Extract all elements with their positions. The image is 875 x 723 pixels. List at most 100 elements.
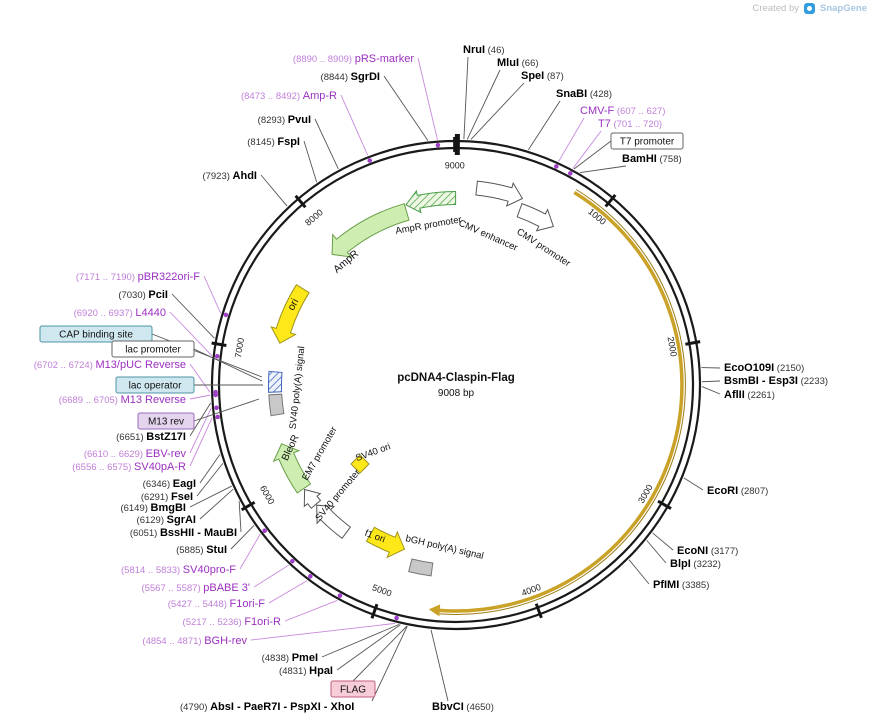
feature-ampr[interactable] [331,203,410,258]
callout-line-fspi [303,140,318,183]
feature-label-bgh-poly-a-signal[interactable]: bGH poly(A) signal [404,533,484,562]
callout-line-mlui [466,69,501,140]
enzyme-label-blpi[interactable]: BlpI (3232) [670,558,721,570]
enzyme-label-sgrai[interactable]: (6129) SgrAI [137,514,196,526]
enzyme-label-ecoo109i[interactable]: EcoO109I (2150) [724,362,804,374]
feature-sv40-ori[interactable] [350,454,370,474]
callout-line-sgrai [199,488,234,520]
primer-label-t7[interactable]: T7 (701 .. 720) [598,118,662,130]
callout-line-m13-reverse [189,394,211,400]
feature-sv40-promoter[interactable] [316,504,352,539]
primer-label-cmv-f[interactable]: CMV-F (607 .. 627) [580,105,665,117]
enzyme-label-bstz17i[interactable]: (6651) BstZ17I [116,431,186,443]
enzyme-label-sgrdi[interactable]: (8844) SgrDI [321,71,380,83]
enzyme-label-nrui[interactable]: NruI (46) [463,44,505,56]
enzyme-label-mlui[interactable]: MluI (66) [497,57,539,69]
primer-label-sv40pro-f[interactable]: (5814 .. 5833) SV40pro-F [121,564,236,576]
cds-arc-edge [438,189,686,615]
primer-label-l4440[interactable]: (6920 .. 6937) L4440 [74,307,166,319]
callout-line-bstz17i [189,402,212,437]
callout-line-aflii [701,386,721,395]
feature-box-m13-rev[interactable] [137,412,195,430]
tick-mark [685,340,701,346]
feature-em7-promoter[interactable] [303,488,322,509]
primer-label-pbr322ori-f[interactable]: (7171 .. 7190) pBR322ori-F [76,271,200,283]
callout-line-t7 [572,130,602,169]
primer-label-sv40pa-r[interactable]: (6556 .. 6575) SV40pA-R [72,461,186,473]
feature-label-sv40-promoter[interactable]: SV40 promoter [313,467,363,523]
enzyme-label-aflii[interactable]: AflII (2261) [724,389,775,401]
feature-label-cmv-promoter[interactable]: CMV promoter [514,226,572,269]
primer-label-ebv-rev[interactable]: (6610 .. 6629) EBV-rev [84,448,187,460]
feature-box-lac-promoter[interactable] [111,340,195,358]
primer-label-f1ori-f[interactable]: (5427 .. 5448) F1ori-F [168,598,266,610]
feature-cmv-enhancer[interactable] [475,180,524,207]
feature-box-flag[interactable] [330,680,376,698]
enzyme-label-bsshii-maubi[interactable]: (6051) BssHII - MauBI [130,527,237,539]
primer-label-amp-r[interactable]: (8473 .. 8492) Amp-R [241,90,337,102]
watermark-text: Created by [752,3,799,14]
primer-label-prs-marker[interactable]: (8890 .. 8909) pRS-marker [293,53,414,65]
callout-line-bbvci [430,629,449,702]
primer-label-f1ori-r[interactable]: (5217 .. 5236) F1ori-R [183,616,282,628]
enzyme-label-bmgbi[interactable]: (6149) BmgBI [120,502,186,514]
enzyme-label-pvui[interactable]: (8293) PvuI [258,114,311,126]
tick-mark [534,603,543,619]
primer-mark [308,574,313,579]
enzyme-label-fsei[interactable]: (6291) FseI [141,491,193,503]
feature-label-sv40-ori[interactable]: SV40 ori [354,441,392,464]
enzyme-label-ahdi[interactable]: (7923) AhdI [202,170,257,182]
feature-bleor[interactable] [272,443,312,494]
enzyme-label-absi-paer7i-pspxi-xhoi[interactable]: (4790) AbsI - PaeR7I - PspXI - XhoI [180,701,354,713]
primer-label-m13-reverse[interactable]: (6689 .. 6705) M13 Reverse [59,394,186,406]
callout-line-sv40pa-r [189,417,213,467]
feature-label-sv40-poly-a-signal[interactable]: SV40 poly(A) signal [288,346,308,430]
enzyme-label-pcii[interactable]: (7030) PciI [118,289,168,301]
feature-cmv-promoter[interactable] [516,202,555,232]
callout-line-sv40pro-f [239,533,261,570]
enzyme-label-econi[interactable]: EcoNI (3177) [677,545,738,557]
enzyme-label-eagi[interactable]: (6346) EagI [143,478,196,490]
enzyme-label-pmei[interactable]: (4838) PmeI [262,652,318,664]
callout-line-m13-puc-reverse [189,363,211,393]
enzyme-label-bsmbi-esp3i[interactable]: BsmBI - Esp3I (2233) [724,375,828,387]
callout-line-bsshii-maubi [238,501,242,533]
feature-sv40-poly-a-signal[interactable] [268,393,285,417]
feature-ampr-promoter[interactable] [405,189,457,214]
tick-label: 6000 [258,484,277,506]
feature-box-label-lac-promoter: lac promoter [125,345,181,356]
callout-line-absi-paer7i-pspxi-xhoi [371,625,408,702]
cds-arc-claspin[interactable] [438,191,684,613]
enzyme-label-ecori[interactable]: EcoRI (2807) [707,485,768,497]
primer-label-pbabe-3[interactable]: (5567 .. 5587) pBABE 3' [141,582,250,594]
tick-mark [294,194,307,209]
feature-label-ori[interactable]: ori [285,297,301,313]
callout-line-prs-marker [417,57,438,140]
feature-lac-operator-region[interactable] [267,370,283,393]
feature-f1-ori[interactable] [365,526,406,559]
feature-ori[interactable] [270,284,310,344]
feature-box-t7-promoter[interactable] [610,132,684,150]
enzyme-label-spei[interactable]: SpeI (87) [521,70,564,82]
feature-bgh-poly-a-signal[interactable] [408,558,434,577]
feature-box-cap-binding-site[interactable] [39,325,153,343]
primer-label-m13-puc-reverse[interactable]: (6702 .. 6724) M13/pUC Reverse [34,359,186,371]
tick-label: 2000 [666,336,679,357]
enzyme-label-hpai[interactable]: (4831) HpaI [279,665,333,677]
enzyme-label-stui[interactable]: (5885) StuI [176,544,227,556]
callout-line-bgh-rev [250,622,396,641]
enzyme-label-bbvci[interactable]: BbvCI (4650) [432,701,494,713]
tick-mark [211,341,227,348]
callout-line-m13-rev [193,398,260,422]
enzyme-label-snabi[interactable]: SnaBI (428) [556,88,612,100]
feature-box-lac-operator[interactable] [115,376,195,394]
feature-label-cmv-enhancer[interactable]: CMV enhancer [457,218,519,254]
enzyme-label-fspi[interactable]: (8145) FspI [247,136,300,148]
tick-mark [370,603,379,619]
callout-line-pbabe-3 [253,564,289,588]
primer-label-bgh-rev[interactable]: (4854 .. 4871) BGH-rev [142,635,247,647]
feature-label-em7-promoter[interactable]: EM7 promoter [300,425,340,483]
enzyme-label-bamhi[interactable]: BamHI (758) [622,153,682,165]
enzyme-label-pfimi[interactable]: PfIMI (3385) [653,579,709,591]
